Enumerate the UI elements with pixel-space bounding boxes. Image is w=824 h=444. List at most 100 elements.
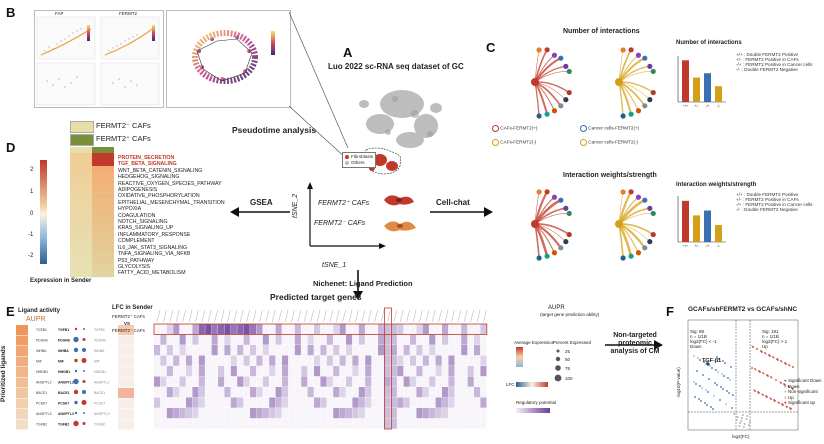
regulatory-potential-cell: [326, 355, 333, 366]
regulatory-potential-cell: [211, 334, 218, 345]
regulatory-potential-cell: [384, 334, 391, 345]
heatmap-cell: [92, 244, 114, 252]
regulatory-potential-cell: [288, 324, 295, 335]
aupr-cell: [16, 367, 28, 377]
regulatory-potential-cell: [320, 418, 327, 429]
expression-dot: [73, 420, 79, 427]
heatmap-cell: [70, 250, 92, 258]
bar-category-label: +/-: [694, 104, 699, 108]
regulatory-potential-cell: [435, 376, 442, 387]
regulatory-potential-cell: [333, 397, 340, 408]
pseudotime-trajectory: [192, 30, 275, 84]
heatmap-cell: [92, 231, 114, 239]
panel-d-letter: D: [6, 140, 16, 155]
regulatory-potential-cell: [384, 355, 391, 366]
regulatory-potential-cell: [352, 366, 359, 377]
regulatory-potential-cell: [198, 387, 205, 398]
regulatory-potential-cell: [371, 376, 378, 387]
protein-point-down: [718, 358, 720, 360]
regulatory-potential-cell: [192, 366, 199, 377]
regulatory-potential-cell: [358, 387, 365, 398]
regulatory-potential-cell: [186, 397, 193, 408]
regulatory-potential-cell: [474, 334, 481, 345]
regulatory-potential-cell: [307, 397, 314, 408]
cell-type-node: [536, 113, 542, 119]
regulatory-potential-cell: [358, 397, 365, 408]
aupr-cell: [16, 356, 28, 367]
regulatory-potential-cell: [435, 355, 442, 366]
regulatory-potential-cell: [397, 334, 404, 345]
regulatory-potential-cell: [301, 345, 308, 356]
protein-point-down: [706, 404, 708, 406]
tsne-plot: [359, 90, 442, 175]
regulatory-potential-cell: [390, 345, 397, 356]
regulatory-potential-cell: [461, 324, 468, 335]
cell-type-node: [536, 47, 542, 53]
regulatory-potential-cell: [224, 345, 231, 356]
gene-label-tick: [246, 309, 250, 323]
regulatory-potential-cell: [422, 418, 429, 429]
regulatory-potential-cell: [179, 345, 186, 356]
regulatory-potential-cell: [173, 355, 180, 366]
regulatory-potential-cell: [416, 355, 423, 366]
regulatory-potential-cell: [358, 376, 365, 387]
ligand-label: MIF: [58, 360, 64, 364]
regulatory-potential-cell: [288, 418, 295, 429]
volcano-xlabel: log2(FC): [732, 434, 750, 439]
regulatory-potential-cell: [282, 408, 289, 419]
gene-label-tick: [297, 309, 301, 323]
protein-point-down: [724, 362, 726, 364]
regulatory-potential-cell: [435, 366, 442, 377]
cell-type-node: [563, 205, 569, 211]
regulatory-potential-cell: [288, 345, 295, 356]
regulatory-potential-cell: [275, 345, 282, 356]
regulatory-potential-cell: [314, 397, 321, 408]
regulatory-potential-cell: [326, 387, 333, 398]
regulatory-potential-cell: [403, 387, 410, 398]
ligand-label: BACE1: [36, 391, 47, 395]
regulatory-potential-cell: [333, 408, 340, 419]
regulatory-potential-cell: [378, 376, 385, 387]
regulatory-potential-cell: [205, 355, 212, 366]
cell-type-node: [536, 189, 542, 195]
regulatory-potential-cell: [403, 397, 410, 408]
regulatory-potential-cell: [256, 324, 263, 335]
regulatory-potential-cell: [467, 324, 474, 335]
sender-hub-node: [531, 78, 539, 86]
regulatory-potential-cell: [390, 387, 397, 398]
protein-point-up: [763, 373, 765, 375]
regulatory-potential-cell: [480, 387, 487, 398]
bar-category-label: +/+: [683, 244, 688, 248]
volcano-annotation-tgfb1: TGF-β1: [702, 358, 722, 364]
regulatory-potential-cell: [403, 355, 410, 366]
gene-label-tick: [182, 309, 186, 323]
protein-point: [739, 422, 741, 424]
regulatory-potential-cell: [294, 376, 301, 387]
regulatory-potential-cell: [429, 355, 436, 366]
regulatory-potential-cell: [288, 355, 295, 366]
ligand-label: PDGFB: [58, 339, 70, 343]
protein-point-up: [762, 394, 764, 396]
panel-a-title: Luo 2022 sc-RNA seq dataset of GC: [328, 62, 464, 71]
gene-label-tick: [464, 309, 468, 323]
regulatory-potential-cell: [218, 355, 225, 366]
regulatory-potential-cell: [467, 397, 474, 408]
regulatory-potential-cell: [358, 345, 365, 356]
regulatory-potential-cell: [173, 418, 180, 429]
regulatory-potential-cell: [371, 366, 378, 377]
protein-point-down: [720, 386, 722, 388]
cell-type-node: [558, 197, 564, 203]
regulatory-potential-cell: [352, 324, 359, 335]
protein-point-up: [765, 353, 767, 355]
regulatory-potential-cell: [422, 387, 429, 398]
regulatory-potential-cell: [371, 408, 378, 419]
regulatory-potential-cell: [256, 355, 263, 366]
regulatory-potential-cell: [365, 366, 372, 377]
legend-ring-caf-neg: [492, 139, 499, 146]
heatmap-cell: [92, 263, 114, 271]
percent-expressed-title: Percent Expressed: [553, 340, 592, 345]
gene-label-tick: [470, 309, 474, 323]
heatmap-cell: [92, 205, 114, 212]
interaction-network-bottom: [531, 189, 656, 261]
regulatory-potential-cell: [230, 418, 237, 429]
